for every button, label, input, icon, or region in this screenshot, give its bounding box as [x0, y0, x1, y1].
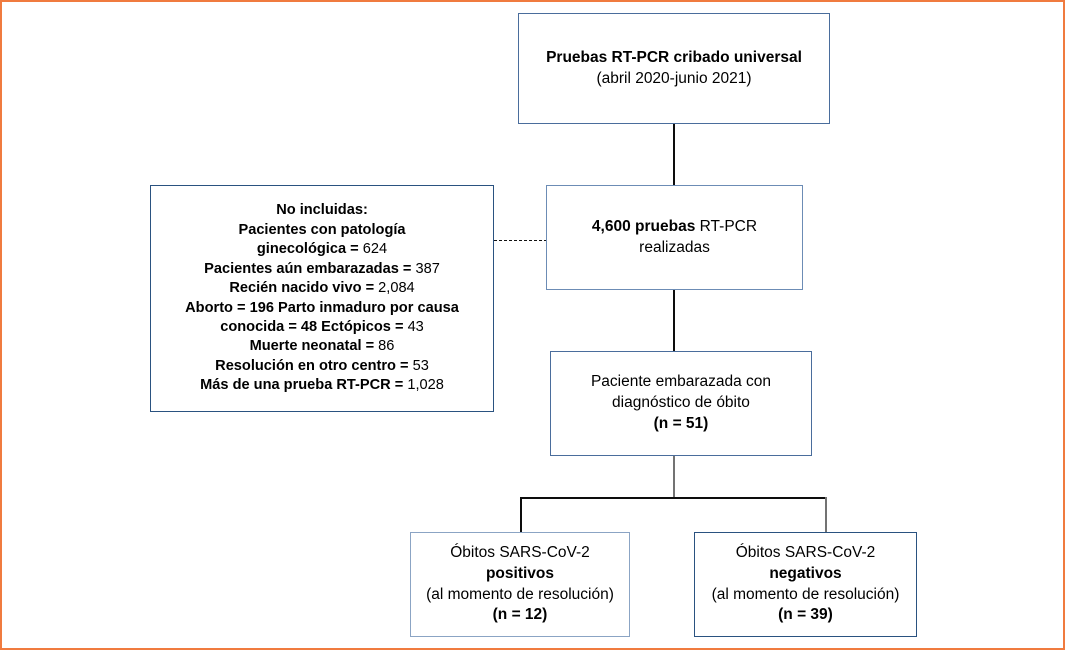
connector-pruebas-to-paciente — [673, 290, 675, 351]
no-incluidas-item-label: ginecológica = — [256, 241, 363, 258]
no-incluidas-item-value: 53 — [412, 357, 429, 374]
node-negativos-line2: negativos — [769, 564, 842, 582]
connector-to-positivos — [520, 497, 522, 532]
no-incluidas-item-label: Resolución en otro centro = — [215, 357, 413, 374]
connector-to-negativos — [825, 497, 827, 532]
connector-top-to-pruebas — [673, 124, 675, 185]
node-positivos-n: (n = 12) — [492, 606, 548, 624]
node-negativos-line1: Óbitos SARS-CoV-2 — [735, 543, 876, 561]
no-incluidas-item-label: Recién nacido vivo = — [229, 280, 379, 297]
node-obitos-positivos: Óbitos SARS-CoV-2 positivos (al momento … — [410, 532, 630, 637]
no-incluidas-item-label: Pacientes aún embarazadas = — [204, 260, 416, 277]
connector-paciente-stem — [673, 456, 675, 498]
no-incluidas-item: Recién nacido vivo = 2,084 — [157, 279, 487, 298]
node-negativos-n: (n = 39) — [778, 606, 833, 624]
node-pruebas-line2: realizadas — [639, 238, 710, 256]
no-incluidas-item: ginecológica = 624 — [157, 240, 487, 259]
node-paciente-line2: diagnóstico de óbito — [612, 394, 750, 412]
no-incluidas-title: No incluidas: — [276, 202, 368, 219]
no-incluidas-item: conocida = 48 Ectópicos = 43 — [157, 318, 487, 337]
connector-noincluidas-dashed — [494, 240, 547, 241]
no-incluidas-item: Más de una prueba RT-PCR = 1,028 — [157, 376, 487, 395]
node-paciente-embarazada-obito: Paciente embarazada con diagnóstico de ó… — [550, 351, 812, 456]
node-pruebas-rtpcr-realizadas: 4,600 pruebas RT-PCR realizadas — [546, 185, 803, 290]
no-incluidas-item-label: Más de una prueba RT-PCR = — [200, 377, 408, 394]
no-incluidas-item: Resolución en otro centro = 53 — [157, 357, 487, 376]
node-paciente-line1: Paciente embarazada con — [590, 373, 772, 391]
node-negativos-line3: (al momento de resolución) — [711, 585, 900, 603]
no-incluidas-item-value: 387 — [415, 260, 440, 277]
no-incluidas-item-label: Muerte neonatal = — [249, 338, 379, 355]
node-positivos-line3: (al momento de resolución) — [426, 585, 614, 603]
node-pruebas-line1: 4,600 pruebas RT-PCR — [553, 217, 796, 238]
node-positivos-line2: positivos — [485, 564, 555, 582]
node-pruebas-line1-rest: RT-PCR — [695, 217, 758, 235]
no-incluidas-item-value: 43 — [407, 318, 424, 335]
node-top-line1: Pruebas RT-PCR cribado universal — [546, 48, 802, 66]
no-incluidas-item-value: 2,084 — [378, 280, 415, 297]
node-paciente-n: (n = 51) — [653, 414, 709, 432]
no-incluidas-item: Aborto = 196 Parto inmaduro por causa — [185, 299, 459, 316]
no-incluidas-item-value: 86 — [378, 338, 395, 355]
no-incluidas-item: Pacientes con patología — [238, 221, 406, 238]
no-incluidas-item-value: 1,028 — [407, 377, 444, 394]
no-incluidas-item: Pacientes aún embarazadas = 387 — [157, 260, 487, 279]
no-incluidas-item-label: conocida = 48 Ectópicos = — [220, 318, 408, 335]
no-incluidas-item: Muerte neonatal = 86 — [157, 337, 487, 356]
no-incluidas-item-value: 624 — [362, 241, 388, 258]
node-top-line2: (abril 2020-junio 2021) — [596, 69, 752, 87]
node-pruebas-count: 4,600 pruebas — [591, 217, 696, 235]
node-obitos-negativos: Óbitos SARS-CoV-2 negativos (al momento … — [694, 532, 917, 637]
node-no-incluidas: No incluidas: Pacientes con patología gi… — [150, 185, 494, 412]
connector-split-bar — [520, 497, 826, 499]
node-positivos-line1: Óbitos SARS-CoV-2 — [450, 543, 590, 561]
node-pruebas-cribado-universal: Pruebas RT-PCR cribado universal (abril … — [518, 13, 830, 124]
